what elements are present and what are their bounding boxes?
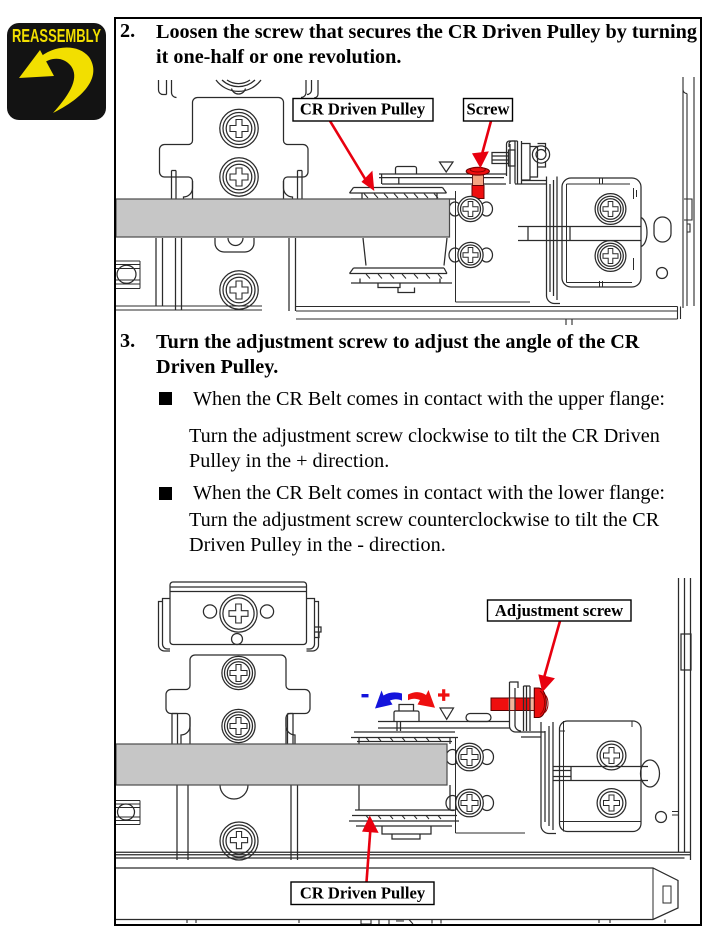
svg-text:Adjustment screw: Adjustment screw — [495, 601, 623, 620]
svg-text:REASSEMBLY: REASSEMBLY — [12, 25, 101, 46]
svg-text:CR Driven Pulley: CR Driven Pulley — [300, 100, 426, 119]
svg-text:CR Driven Pulley: CR Driven Pulley — [300, 884, 426, 903]
svg-text:Screw: Screw — [466, 100, 509, 119]
